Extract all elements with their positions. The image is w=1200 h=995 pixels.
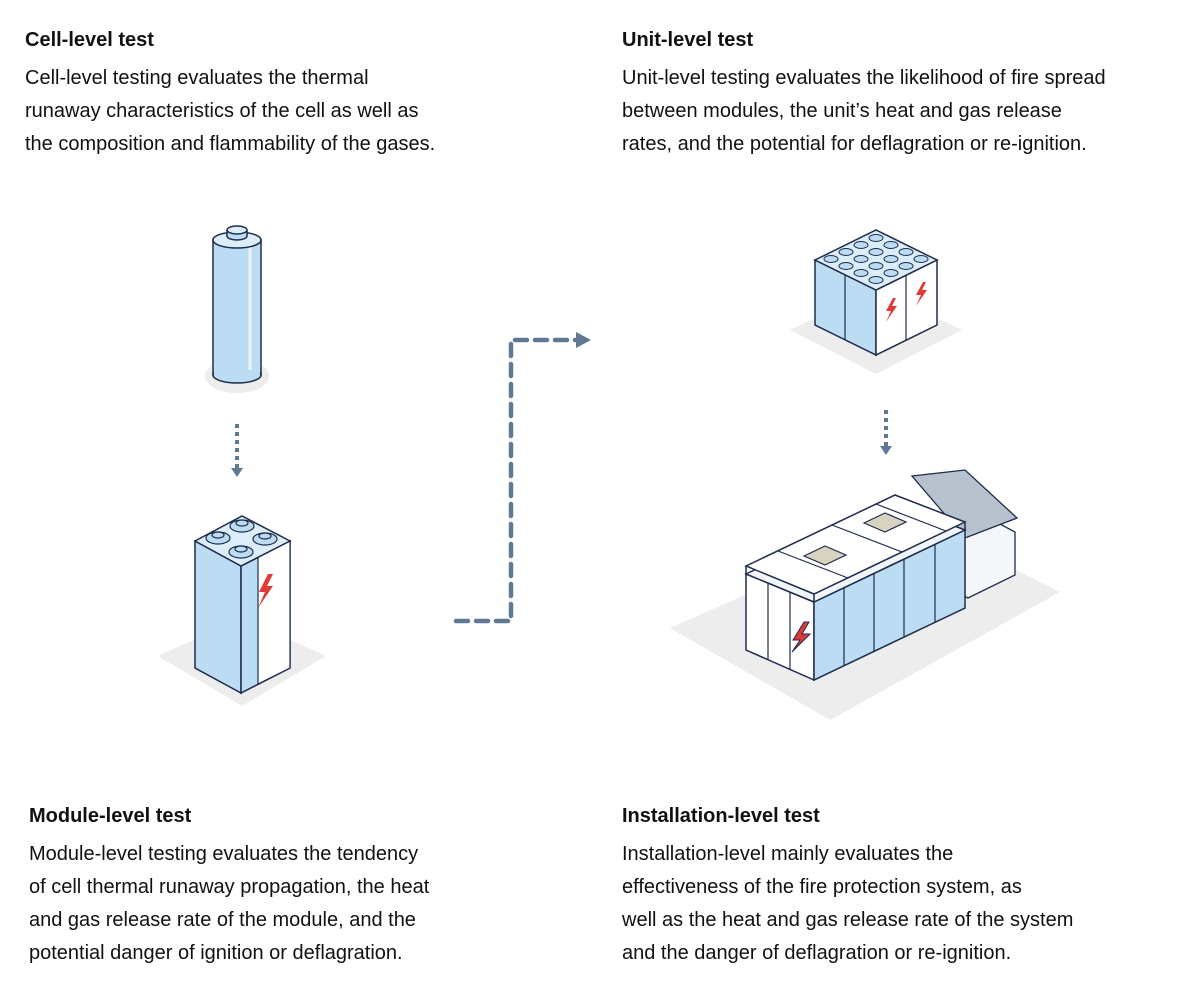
installation-roof-vent-2 xyxy=(862,512,908,533)
module-level-description: Module-level testing evaluates the tende… xyxy=(29,838,529,970)
installation-line-4: and the danger of deflagration or re-ign… xyxy=(622,942,1012,964)
module-level-title: Module-level test xyxy=(29,805,192,827)
installation-line-2: effectiveness of the fire protection sys… xyxy=(622,876,1022,898)
unit-line-3: rates, and the potential for deflagratio… xyxy=(622,133,1087,155)
cell-battery-icon xyxy=(205,225,269,393)
module-level-section: Module-level test Module-level testing e… xyxy=(29,804,529,970)
unit-bolt-icon-2 xyxy=(916,282,927,306)
module-to-unit-arrowhead xyxy=(576,332,591,348)
module-left-face xyxy=(194,539,242,695)
module-line-1: Module-level testing evaluates the tende… xyxy=(29,843,419,865)
cell-level-title: Cell-level test xyxy=(25,29,154,51)
module-bolt-icon xyxy=(258,574,273,608)
cell-level-section: Cell-level test Cell-level testing evalu… xyxy=(25,28,525,161)
module-line-2: of cell thermal runaway propagation, the… xyxy=(29,876,430,898)
unit-battery-icon xyxy=(790,229,962,374)
unit-line-2: between modules, the unit’s heat and gas… xyxy=(622,100,1062,122)
module-line-4: potential danger of ignition or deflagra… xyxy=(29,942,403,964)
unit-level-description: Unit-level testing evaluates the likelih… xyxy=(622,62,1192,161)
module-line-3: and gas release rate of the module, and … xyxy=(29,909,416,931)
unit-to-installation-arrowhead xyxy=(880,446,892,455)
unit-level-section: Unit-level test Unit-level testing evalu… xyxy=(622,28,1192,161)
installation-line-3: well as the heat and gas release rate of… xyxy=(622,909,1074,931)
installation-container-icon xyxy=(670,469,1060,720)
installation-level-description: Installation-level mainly evaluates the … xyxy=(622,838,1162,970)
installation-level-section: Installation-level test Installation-lev… xyxy=(622,804,1162,970)
cell-level-description: Cell-level testing evaluates the thermal… xyxy=(25,62,525,161)
cell-line-1: Cell-level testing evaluates the thermal xyxy=(25,67,369,89)
unit-top-face xyxy=(813,229,939,291)
unit-level-title: Unit-level test xyxy=(622,29,754,51)
module-cell-caps xyxy=(205,519,278,559)
installation-bolt-icon xyxy=(791,621,812,653)
installation-roof-vent-1 xyxy=(802,545,848,566)
unit-bolt-icon-1 xyxy=(886,298,897,322)
module-battery-icon xyxy=(158,515,326,706)
cell-line-3: the composition and flammability of the … xyxy=(25,133,436,155)
module-top-face xyxy=(193,515,292,567)
installation-level-title: Installation-level test xyxy=(622,805,820,827)
cell-line-2: runaway characteristics of the cell as w… xyxy=(25,100,419,122)
cell-to-module-arrowhead xyxy=(231,468,243,477)
module-to-unit-arrow xyxy=(453,337,579,624)
unit-line-1: Unit-level testing evaluates the likelih… xyxy=(622,67,1106,89)
unit-cell-caps xyxy=(823,234,929,284)
installation-line-1: Installation-level mainly evaluates the xyxy=(622,843,954,865)
